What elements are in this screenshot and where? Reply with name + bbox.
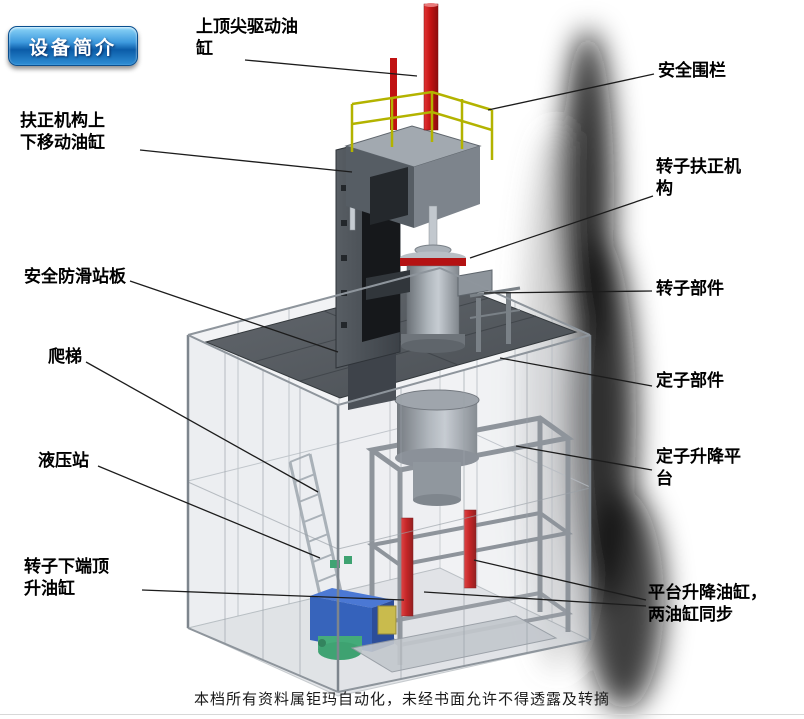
leader-anti-slip-platform [129, 280, 339, 353]
leader-platform-lift-cylinder-2 [423, 591, 647, 607]
label-top-drive-cylinder: 上顶尖驱动油 缸 [196, 17, 298, 59]
label-rotor-centering-mechanism: 转子扶正机 构 [656, 157, 741, 199]
label-hydraulic-station: 液压站 [38, 451, 89, 470]
leader-platform-lift-cylinder-1 [473, 559, 647, 601]
safety-fence-drawing [350, 90, 494, 160]
label-stator-lift-platform: 定子升降平 台 [656, 447, 741, 489]
leader-rotor-component [483, 290, 653, 294]
base-plate [350, 615, 558, 673]
label-stator-component: 定子部件 [656, 371, 724, 390]
leader-ladder [85, 361, 319, 493]
title-badge-label: 设备简介 [28, 37, 117, 59]
bottom-divider [0, 714, 804, 715]
rotor-centering-mechanism-drawing [366, 269, 521, 352]
leader-top-drive-cylinder [244, 59, 418, 77]
leader-stator-lift-platform [515, 445, 653, 471]
leader-stator-component [499, 357, 653, 387]
leader-rotor-bottom-jack-cylinder [141, 589, 405, 601]
leader-rotor-centering-mechanism [469, 195, 654, 259]
title-badge: 设备简介 [8, 26, 138, 66]
head-box-drawing [344, 125, 482, 228]
label-safety-fence: 安全围栏 [658, 61, 726, 80]
footer-copyright: 本档所有资料属钜玛自动化，未经书面允许不得透露及转摘 [193, 692, 610, 708]
leader-lines [85, 59, 655, 607]
label-rotor-component: 转子部件 [656, 279, 724, 298]
label-centering-move-cylinder: 扶正机构上 下移动油缸 [20, 111, 105, 153]
leader-centering-move-cylinder [139, 149, 353, 173]
label-rotor-bottom-jack-cylinder: 转子下端顶 升油缸 [24, 557, 109, 599]
leader-safety-fence [487, 73, 655, 111]
hydraulic-station-drawing [310, 556, 397, 660]
leader-hydraulic-station [97, 465, 321, 559]
label-anti-slip-platform: 安全防滑站板 [24, 267, 126, 286]
platform-lift-cylinders-drawing [400, 509, 477, 617]
label-platform-lift-cylinders: 平台升降油缸， 两油缸同步 [648, 583, 767, 625]
label-ladder: 爬梯 [48, 347, 82, 366]
enclosure-front [186, 267, 592, 693]
rotor-component-drawing [400, 205, 466, 353]
